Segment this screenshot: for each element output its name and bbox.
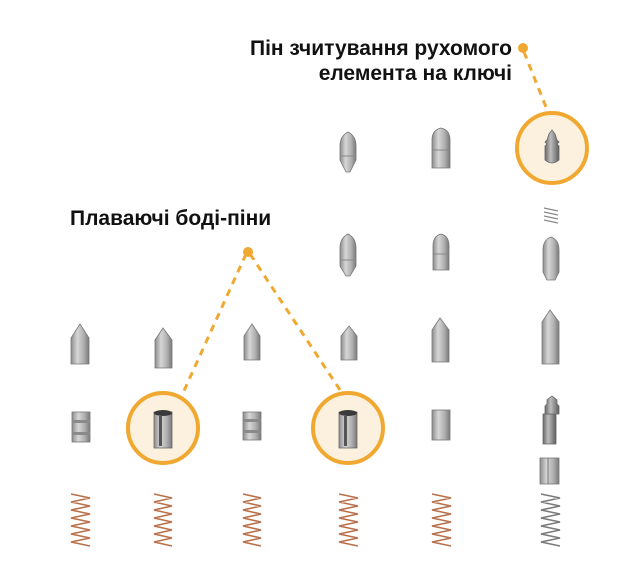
spring-col4: [338, 493, 359, 547]
key-pin-col1: [70, 323, 90, 365]
label-reading-pin: Пін зчитування рухомого елемента на ключ…: [250, 36, 512, 86]
sleeve-col6: [539, 457, 560, 485]
driver-pin-col5-top: [431, 127, 451, 169]
leader-line-floating-1: [181, 253, 248, 394]
key-pin-col3: [243, 323, 261, 361]
label-reading-pin-line1: Пін зчитування рухомого: [249, 37, 512, 60]
floating-body-pin-1: [153, 410, 173, 449]
body-pin-col3: [242, 411, 262, 441]
leader-line-reading-pin: [522, 51, 550, 113]
spring-col3: [242, 493, 262, 547]
body-pin-col1: [71, 411, 91, 443]
spring-col6: [540, 493, 561, 547]
driver-pin-col5-mid: [432, 233, 450, 271]
label-floating-body-pins: Плаваючі боді-піни: [70, 207, 272, 230]
driver-pin-col4-top: [339, 131, 357, 173]
reading-pin-lower-col6: [542, 395, 560, 445]
leader-dot-reading-pin: [518, 43, 528, 53]
body-pin-col5: [431, 409, 451, 441]
key-pin-col5: [431, 317, 450, 363]
spring-col5: [431, 493, 452, 547]
key-pin-col4: [340, 325, 358, 361]
spring-col2: [153, 493, 173, 547]
key-pin-col6: [541, 309, 560, 365]
leader-dot-floating-pins: [243, 247, 253, 257]
spring-col1: [70, 493, 91, 547]
driver-pin-col4-mid: [339, 233, 357, 277]
floating-body-pin-2: [338, 410, 358, 449]
key-pin-col2: [154, 327, 173, 369]
driver-pin-col6-mid: [542, 236, 560, 281]
reading-pin: [544, 129, 560, 164]
label-reading-pin-line2: елемента на ключі: [318, 62, 512, 85]
leader-line-floating-2: [248, 253, 344, 394]
small-spring-col6: [543, 207, 559, 224]
